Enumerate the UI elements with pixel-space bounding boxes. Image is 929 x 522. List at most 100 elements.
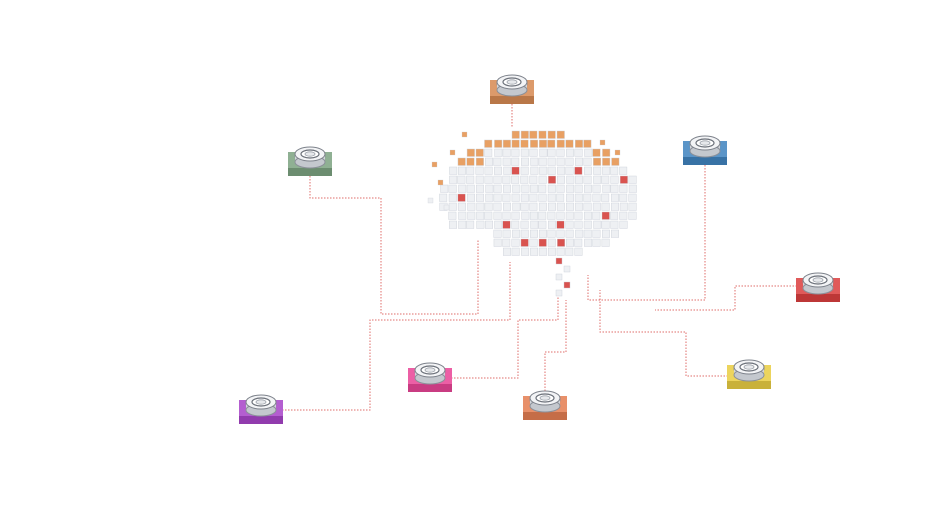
brain-voxel xyxy=(503,247,511,256)
brain-voxel xyxy=(502,211,511,220)
brain-voxel xyxy=(601,238,610,247)
brain-voxel xyxy=(466,157,475,166)
brain-voxel xyxy=(494,220,503,229)
brain-voxel xyxy=(538,157,547,166)
brain-voxel xyxy=(547,184,556,193)
brain-voxel xyxy=(574,175,583,184)
brain-voxel xyxy=(511,157,520,166)
brain-voxel xyxy=(539,229,547,238)
brain-voxel xyxy=(484,175,493,184)
brain-voxel xyxy=(511,247,520,256)
brain-voxel xyxy=(566,202,574,211)
brain-voxel xyxy=(556,211,565,220)
brain-voxel xyxy=(466,166,475,175)
brain-voxel xyxy=(566,148,575,157)
brain-voxel xyxy=(556,157,565,166)
brain-voxel xyxy=(448,193,457,202)
brain-voxel xyxy=(566,238,574,247)
brain-voxel xyxy=(619,175,628,184)
node-block-side xyxy=(727,381,771,389)
brain-voxel xyxy=(547,130,556,139)
brain-voxel xyxy=(557,175,565,184)
brain-voxel xyxy=(476,202,485,211)
brain-voxel xyxy=(494,166,502,175)
brain-voxel xyxy=(484,166,493,175)
gear-button-icon xyxy=(294,146,326,169)
brain-voxel xyxy=(610,184,619,193)
brain-voxel xyxy=(511,175,520,184)
brain-voxel xyxy=(511,211,520,220)
node-yellow xyxy=(727,359,771,389)
brain-voxel xyxy=(511,148,520,157)
brain-voxel xyxy=(566,184,575,193)
brain-voxel xyxy=(574,238,583,247)
gear-nodes xyxy=(239,74,840,424)
connection-line xyxy=(430,290,559,379)
brain-voxel xyxy=(575,139,583,148)
brain-voxel xyxy=(556,193,565,202)
gear-button-icon xyxy=(529,390,561,413)
brain-voxel xyxy=(448,184,457,193)
brain-voxel xyxy=(556,202,565,211)
node-blue xyxy=(683,135,727,165)
brain-voxel xyxy=(530,247,539,256)
brain-voxel xyxy=(475,157,484,166)
brain-voxel xyxy=(592,211,601,220)
brain-voxel xyxy=(599,139,606,146)
brain-voxel xyxy=(539,166,548,175)
brain-voxel xyxy=(547,148,556,157)
node-block-side xyxy=(683,157,727,165)
brain-voxel xyxy=(547,157,556,166)
brain-voxel xyxy=(574,148,583,157)
brain-voxel xyxy=(529,202,538,211)
brain-voxel xyxy=(547,211,556,220)
brain-voxel xyxy=(502,148,511,157)
gear-button-icon xyxy=(245,394,277,417)
brain-voxel xyxy=(529,238,538,247)
brain-voxel xyxy=(593,175,602,184)
brain-voxel xyxy=(584,148,593,157)
brain-voxel xyxy=(602,148,611,157)
brain-voxel xyxy=(520,220,529,229)
brain-voxel xyxy=(565,229,574,238)
brain-voxel xyxy=(583,139,592,148)
brain-voxel xyxy=(566,175,575,184)
brain-voxel xyxy=(493,193,502,202)
brain-voxel xyxy=(502,238,511,247)
brain-voxel xyxy=(556,139,565,148)
brain-voxel xyxy=(556,130,565,139)
brain-voxel xyxy=(457,202,466,211)
brain-voxel xyxy=(466,193,475,202)
brain-voxel xyxy=(593,166,602,175)
brain-voxel xyxy=(610,211,619,220)
brain-voxel xyxy=(628,193,637,202)
brain-voxel xyxy=(449,149,456,156)
brain-voxel xyxy=(538,211,547,220)
brain-voxel xyxy=(467,202,476,211)
brain-voxel xyxy=(520,193,529,202)
brain-voxel xyxy=(530,166,539,175)
gear-button-icon xyxy=(496,74,528,97)
brain-voxel xyxy=(511,238,520,247)
brain-voxel xyxy=(601,202,610,211)
brain-voxel xyxy=(457,193,466,202)
brain-voxel xyxy=(529,211,538,220)
brain-voxel xyxy=(466,175,475,184)
brain-voxel xyxy=(602,157,611,166)
brain-voxel xyxy=(484,202,493,211)
node-block-side xyxy=(239,416,283,424)
brain-voxel xyxy=(611,229,619,238)
brain-voxel xyxy=(521,247,530,256)
brain-voxel xyxy=(520,229,529,238)
brain-voxel xyxy=(494,148,503,157)
brain-voxel xyxy=(521,211,530,220)
brain-voxel xyxy=(565,220,574,229)
brain-voxel xyxy=(611,157,620,166)
brain-voxel xyxy=(565,166,574,175)
node-block-side xyxy=(288,168,332,176)
brain-voxel xyxy=(502,157,511,166)
brain-voxel xyxy=(448,211,457,220)
brain-voxel xyxy=(461,131,468,138)
brain-voxel xyxy=(619,193,628,202)
brain-voxel xyxy=(503,184,511,193)
